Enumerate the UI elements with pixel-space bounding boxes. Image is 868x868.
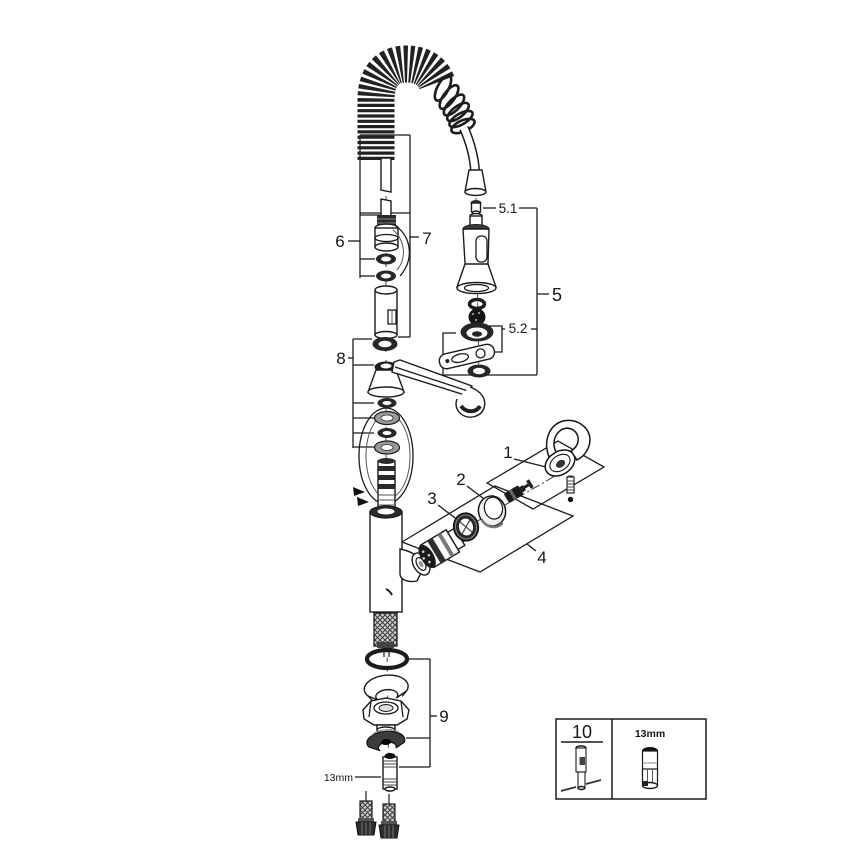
callout-label-5-1: 5.1 — [499, 201, 518, 216]
legend-socket-size-label: 13mm — [635, 728, 665, 740]
seal-ring-kit-8 — [373, 398, 401, 455]
callout-label-3: 3 — [427, 489, 436, 508]
stud-wrench-size-label: 13mm — [324, 772, 353, 784]
group-outline-1 — [485, 440, 606, 510]
handle-screw — [566, 475, 575, 503]
legend-label-10: 10 — [572, 722, 592, 742]
o-ring-c — [372, 337, 398, 351]
spray-lever-plate — [438, 343, 496, 370]
check-valve-5-1 — [470, 200, 482, 216]
spout-assembly — [367, 359, 486, 418]
callout-label-8: 8 — [336, 349, 345, 368]
group-outline-4 — [400, 485, 575, 573]
callout-label-6: 6 — [335, 232, 344, 251]
faucet-body — [369, 505, 443, 613]
ball-joint — [468, 308, 486, 326]
hand-spray — [456, 212, 497, 295]
callout-label-1: 1 — [503, 443, 512, 462]
horseshoe-washer — [363, 674, 409, 702]
hose-connector-group — [372, 157, 410, 351]
mounting-o-ring — [364, 647, 410, 671]
supply-hose-left — [355, 791, 377, 836]
callout-label-5: 5 — [552, 285, 562, 305]
lever-handle-1 — [544, 419, 591, 503]
clamp-ring — [366, 729, 406, 752]
socket-13mm — [641, 747, 659, 790]
mounting-kit-9 — [362, 647, 410, 792]
mousseur — [460, 322, 494, 342]
threaded-stud-13mm — [382, 753, 398, 792]
spring-guide-hose — [357, 45, 487, 197]
insert-arrow-icon — [357, 497, 369, 506]
guide-cylinder — [374, 285, 398, 340]
callout-label-9: 9 — [439, 707, 448, 726]
callout-label-4: 4 — [537, 548, 546, 567]
callout-label-5-2: 5.2 — [509, 321, 528, 336]
hose-nipple — [374, 215, 399, 252]
mounting-tool-10 — [560, 745, 602, 792]
hose-tube-upper — [380, 157, 392, 193]
loose-coil-loops — [433, 74, 476, 135]
cap-ring-2 — [477, 495, 507, 529]
cartridge-axis-line — [413, 472, 561, 559]
o-ring-a — [376, 253, 396, 265]
escutcheon-ring-3 — [452, 512, 480, 542]
supply-hose-right — [378, 794, 400, 839]
coil-spring — [357, 45, 455, 160]
clip-arc — [395, 225, 410, 277]
o-ring — [467, 297, 487, 311]
callout-label-2: 2 — [456, 470, 465, 489]
retainer-ring — [467, 364, 491, 378]
o-ring-b — [376, 270, 396, 282]
riser-pipe — [353, 458, 396, 512]
adapter-screw — [519, 479, 534, 492]
cartridge — [418, 527, 473, 569]
callout-labels: 1 2 3 4 5 5.1 5.2 6 7 8 9 10 13mm 13mm — [324, 201, 665, 784]
handle-loop — [545, 419, 591, 461]
callout-label-7: 7 — [422, 229, 431, 248]
spray-internals-5-2 — [438, 297, 496, 378]
mounting-nut — [362, 697, 410, 734]
legend-box — [555, 718, 707, 800]
insert-arrow-icon — [353, 487, 365, 496]
